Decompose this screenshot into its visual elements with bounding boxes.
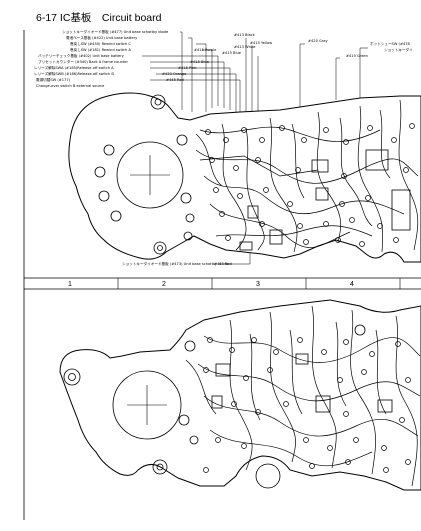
wire-right-0: #420 Gray <box>308 39 328 43</box>
label-bottom: ショットキーダイオード基板 (#473) Unit base schottky … <box>122 261 229 266</box>
grid-col-1: 1 <box>68 281 72 288</box>
wire-left-3: #415 Blue <box>222 51 242 55</box>
board-top-features <box>94 94 411 255</box>
grid-col-4: 4 <box>350 281 354 288</box>
leader-lines <box>142 31 368 265</box>
board-outline-bottom <box>59 299 421 491</box>
wire-left-2: #413 White <box>234 45 256 49</box>
wire-right-1: ホットシューSW (#478 <box>370 41 411 46</box>
board-top-traces <box>195 99 419 253</box>
wire-left-1: #413 Black <box>234 33 256 37</box>
grid-band: 1 2 3 4 <box>24 277 421 290</box>
grid-col-2: 2 <box>162 281 166 288</box>
label-left-2: 巻戻しSW (#450) Rewind switch C <box>70 41 131 46</box>
label-left-1: 電池ベース基板 (#422) Unit base battery <box>66 35 138 40</box>
wire-right-2: ショットキーダイ <box>384 47 413 52</box>
label-left-0: ショットキーダイオード基板 (#477) Unit base schottky … <box>62 29 169 34</box>
label-left-4: バッテリーチェック基板 (#402) Unit base battery <box>38 53 125 58</box>
board-bottom-traces <box>185 305 421 487</box>
board-bottom-pads <box>203 337 411 473</box>
wire-right-3: #415 Green <box>346 54 368 58</box>
page-title: 6-17 IC基板 Circuit board <box>36 12 162 24</box>
circuit-board-bottom <box>59 299 421 491</box>
grid-col-3: 3 <box>256 281 260 288</box>
label-left-7: レリーズ解除SWB (#186)Release-off switch B <box>34 71 114 76</box>
label-left-6: レリーズ解除SWA (#185)Release-off switch A <box>34 65 114 70</box>
label-left-9: Change-over switch B external source <box>36 84 105 88</box>
label-left-5: プリセットカウンター (#340) Back A frame counter <box>38 59 129 64</box>
label-left-8: 電源切替SW (#177) <box>36 77 71 82</box>
wire-left-0: #415 Yellow <box>250 41 272 45</box>
board-top-pads <box>205 123 415 247</box>
board-outline-top <box>68 92 421 263</box>
wire-bottom: #445 Red <box>214 262 232 266</box>
circuit-board-top <box>68 92 421 263</box>
label-left-3: 巻戻しSW (#181) Rewind switch A <box>70 47 131 52</box>
